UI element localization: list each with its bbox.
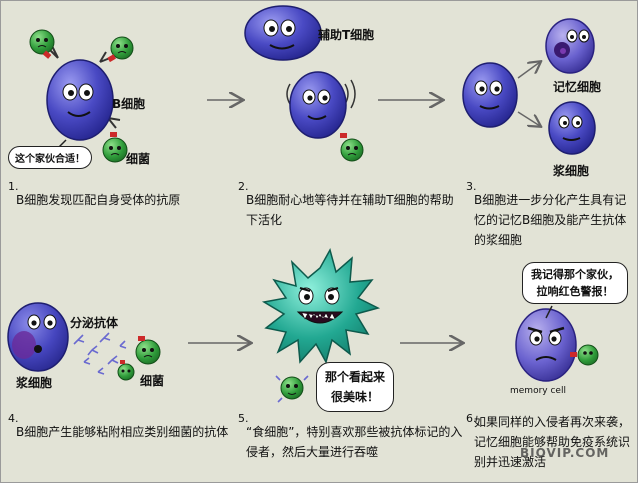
label-b-cell: B细胞 [112, 97, 146, 111]
step-number-5: 5. [238, 412, 249, 425]
bacteria-step1-a [29, 29, 55, 59]
step-number-4: 4. [8, 412, 19, 425]
step-number-6: 6. [466, 412, 477, 425]
label-memory-cell: 记忆细胞 [553, 80, 602, 94]
step-caption-1: B细胞发现匹配自身受体的抗原 [16, 193, 181, 207]
bacteria-step6 [570, 344, 599, 366]
bubble-tail-step6 [545, 305, 553, 319]
bacteria-step2 [340, 133, 364, 162]
bacteria-step4-b [117, 360, 135, 381]
bacteria-step1-b [107, 36, 134, 63]
label-plasma-cell-step4: 浆细胞 [16, 376, 53, 390]
memory-cell-step6 [515, 308, 577, 382]
step-number-1: 1. [8, 180, 19, 193]
b-cell-step3 [462, 62, 518, 128]
step-caption-3: B细胞进一步分化产生具有记忆的记忆B细胞及能产生抗体的浆细胞 [474, 193, 627, 247]
label-memory-cell-en: memory cell [510, 386, 566, 396]
helper-t-cell [244, 5, 322, 61]
step-number-3: 3. [466, 180, 477, 193]
step-caption-2: B细胞耐心地等待并在辅助T细胞的帮助下活化 [246, 193, 454, 227]
label-helper-t-cell: 辅助T细胞 [318, 28, 375, 42]
bubble-line1-step5: 那个看起来 [325, 370, 386, 384]
speech-bubble-step5: 那个看起来 很美味！ [316, 362, 395, 412]
bacteria-step5 [275, 375, 309, 403]
phagocyte [261, 248, 381, 364]
watermark: BIOVIP.COM [520, 446, 610, 460]
step-number-2: 2. [238, 180, 249, 193]
step-caption-6: 如果同样的入侵者再次来袭，记忆细胞能够帮助免疫系统识别并迅速激活 [474, 415, 631, 469]
plasma-cell-step3 [548, 101, 596, 155]
b-cell-step2 [286, 71, 356, 139]
bubble-line2-step5: 很美味！ [331, 390, 380, 404]
step-caption-5: “食细胞”，特别喜欢那些被抗体标记的入侵者，然后大量进行吞噬 [246, 425, 463, 459]
label-bacteria-step1: 细菌 [126, 152, 151, 166]
bubble-line2-step6: 拉响红色警报！ [536, 285, 614, 298]
step-caption-4: B细胞产生能够粘附相应类别细菌的抗体 [16, 425, 229, 439]
label-secrete-antibody: 分泌抗体 [70, 316, 119, 330]
label-bacteria-step4: 细菌 [140, 374, 165, 388]
bubble-line1-step6: 我记得那个家伙， [531, 268, 619, 281]
memory-b-cell-step3 [545, 18, 595, 74]
label-plasma-cell-step3: 浆细胞 [553, 164, 590, 178]
speech-bubble-step1: 这个家伙合适！ [8, 146, 92, 169]
bacteria-step1-c [102, 132, 128, 163]
antibodies [73, 332, 127, 375]
plasma-cell-step4 [7, 302, 69, 372]
bacteria-step4-a [135, 336, 161, 365]
b-cell-step1 [46, 45, 121, 141]
bubble-text-step1: 这个家伙合适！ [15, 154, 85, 165]
speech-bubble-step6: 我记得那个家伙， 拉响红色警报！ [522, 262, 628, 304]
